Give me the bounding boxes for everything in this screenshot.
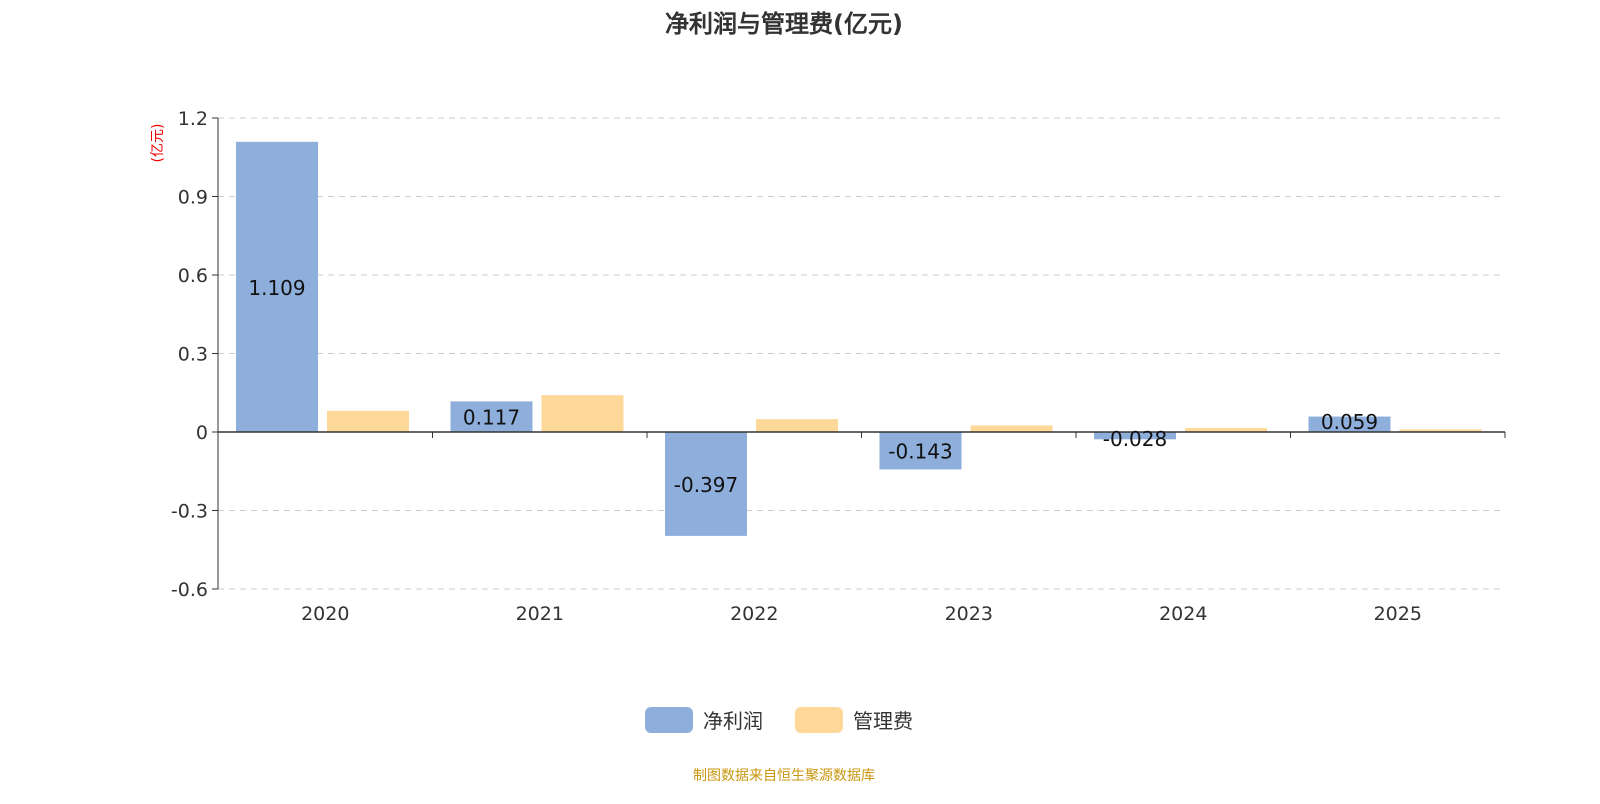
data-label: -0.397 [674,473,738,497]
legend-label: 管理费 [853,709,913,733]
x-tick-label: 2020 [301,603,349,625]
bar-net-profit [236,141,318,433]
legend-swatch [795,707,843,733]
bar-admin-fee [1399,429,1482,432]
x-tick-label: 2025 [1374,603,1422,625]
bar-admin-fee [327,410,409,432]
chart-title: 净利润与管理费(亿元) [665,10,903,38]
bar-net-profit [1308,416,1391,432]
y-tick-label: 0.6 [178,265,208,287]
y-tick-label: 1.2 [178,108,208,130]
data-label: -0.028 [1103,427,1167,451]
x-tick-label: 2023 [945,603,993,625]
bar-net-profit [1094,432,1176,440]
legend: 净利润 管理费 [645,707,913,733]
data-label: 0.059 [1321,410,1378,434]
y-tick-label: 0.3 [178,344,208,366]
y-tick-label: 0 [196,422,208,444]
data-label: 0.117 [463,406,520,430]
bar-net-profit [665,432,747,536]
bar-net-profit [450,401,533,432]
bar-admin-fee [970,425,1053,432]
legend-swatch [645,707,693,733]
y-tick-label: -0.6 [171,579,208,601]
legend-label: 净利润 [703,709,763,733]
y-tick-label: -0.3 [171,501,208,523]
x-tick-label: 2022 [730,603,778,625]
bar-net-profit [879,432,962,470]
bar-admin-fee [1185,428,1267,432]
bar-admin-fee [541,395,624,432]
y-tick-label: 0.9 [178,187,208,209]
data-label: 1.109 [248,276,305,300]
y-axis-label: (亿元) [150,124,166,163]
x-tick-label: 2021 [516,603,564,625]
source-note: 制图数据来自恒生聚源数据库 [693,768,875,784]
x-tick-label: 2024 [1159,603,1207,625]
data-label: -0.143 [888,440,952,464]
bar-admin-fee [756,419,838,432]
